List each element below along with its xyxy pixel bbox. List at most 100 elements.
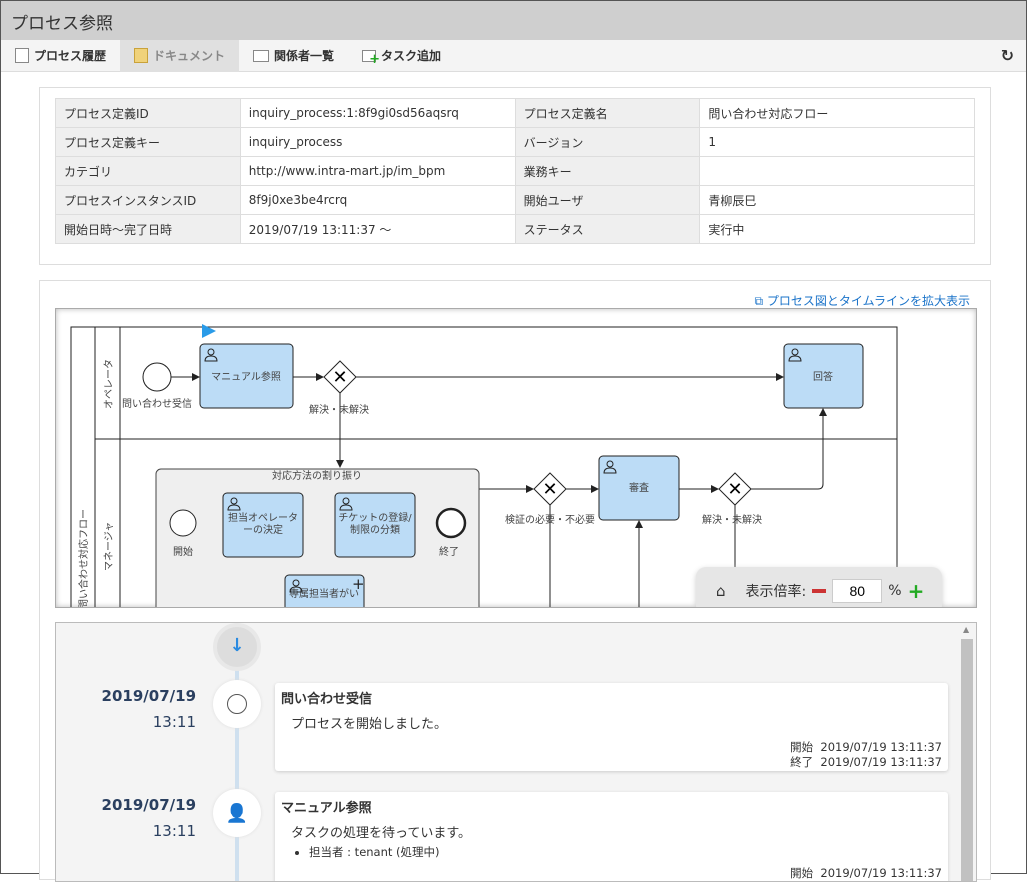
info-value: inquiry_process:1:8f9gi0sd56aqsrq (239, 98, 516, 128)
start-event-label: 問い合わせ受信 (122, 397, 192, 410)
zoom-input[interactable] (832, 579, 883, 603)
entry-time: 13:11 (152, 822, 196, 840)
sub-end-event (435, 507, 467, 539)
svg-text:開始: 開始 (173, 545, 193, 558)
timeline-line (235, 653, 239, 881)
history-icon (15, 48, 29, 63)
zoom-label: 表示倍率: (745, 584, 807, 600)
scrollbar[interactable]: ▲ (960, 623, 974, 881)
add-task-icon: + (362, 49, 380, 67)
info-label: バージョン (514, 127, 701, 157)
entry-assignee: 担当者 : tenant (処理中) (309, 844, 942, 860)
tab-label: ドキュメント (153, 49, 226, 63)
toolbar: プロセス履歴 ドキュメント 関係者一覧 +タスク追加 ↻ (1, 39, 1026, 72)
expand-link-label: プロセス図とタイムラインを拡大表示 (766, 294, 970, 308)
info-label: 開始ユーザ (514, 185, 701, 215)
start-time: 2019/07/19 13:11:37 (820, 740, 942, 754)
entry-date: 2019/07/19 (101, 796, 196, 814)
info-value: 青柳辰巳 (699, 185, 975, 215)
entry-date: 2019/07/19 (101, 687, 196, 705)
info-value (699, 156, 975, 186)
info-label: プロセス定義ID (55, 98, 241, 128)
start-time: 2019/07/19 13:11:37 (820, 866, 942, 880)
svg-text:専属担当者がい: 専属担当者がい (289, 587, 359, 600)
info-value: 1 (699, 127, 975, 157)
tab-participants[interactable]: 関係者一覧 (239, 40, 348, 72)
lane-manager: マネージャ (103, 522, 115, 571)
info-label: ステータス (514, 214, 701, 244)
gateway-2-label: 検証の必要・不必要 (505, 513, 595, 526)
window-title: プロセス参照 (1, 1, 1026, 40)
zoom-in-button[interactable]: + (907, 579, 925, 603)
tab-process-history[interactable]: プロセス履歴 (1, 40, 120, 72)
user-task-icon: 👤 (213, 789, 261, 837)
end-label: 終了 (790, 755, 814, 769)
info-label: カテゴリ (55, 156, 241, 186)
zoom-unit: % (888, 583, 902, 599)
gateway-3: ✕ (718, 472, 752, 506)
task-answer: 回答 (783, 343, 864, 409)
process-diagram[interactable]: 問い合わせ対応フロー オペレータ マネージャ 問い合わせ受信 マニュアル参照 回… (55, 308, 977, 608)
task-register-ticket (334, 492, 416, 558)
gateway-1: ✕ (323, 360, 357, 394)
info-value: http://www.intra-mart.jp/im_bpm (239, 156, 516, 186)
svg-text:対応方法の割り振り: 対応方法の割り振り (272, 469, 362, 482)
pool (70, 326, 898, 607)
info-label: 業務キー (514, 156, 701, 186)
svg-text:回答: 回答 (813, 370, 833, 383)
diagram-panel: ⧉ プロセス図とタイムラインを拡大表示 問い合わせ対応フロー オペレータ マネー… (39, 280, 991, 882)
zoom-out-button[interactable] (812, 589, 827, 593)
start-label: 開始 (790, 866, 814, 880)
svg-text:+: + (352, 575, 365, 593)
start-event (142, 362, 172, 392)
svg-text:✕: ✕ (727, 479, 742, 500)
tab-document[interactable]: ドキュメント (120, 39, 240, 72)
svg-text:ーの決定: ーの決定 (243, 523, 283, 536)
svg-text:終了: 終了 (439, 545, 459, 558)
pool-label: 問い合わせ対応フロー (77, 509, 90, 608)
lane-operator: オペレータ (103, 359, 115, 409)
info-label: 開始日時～完了日時 (55, 214, 241, 244)
current-marker-icon (202, 324, 216, 338)
tab-add-task[interactable]: +タスク追加 (348, 40, 455, 72)
scroll-down-icon[interactable]: ↓ (213, 623, 261, 671)
svg-text:✕: ✕ (332, 367, 347, 388)
home-icon[interactable]: ⌂ (716, 582, 726, 600)
entry-message: プロセスを開始しました。 (291, 717, 448, 732)
timeline[interactable]: ↓ 2019/07/19 13:11 問い合わせ受信 プロセスを開始しました。 … (55, 622, 977, 882)
svg-text:担当オペレータ: 担当オペレータ (228, 511, 298, 524)
list-icon (253, 49, 270, 62)
external-window-icon: ⧉ (754, 294, 767, 308)
info-label: プロセス定義キー (55, 127, 241, 157)
document-icon (134, 48, 149, 63)
tab-label: 関係者一覧 (274, 49, 335, 63)
refresh-icon[interactable]: ↻ (1000, 46, 1014, 65)
start-label: 開始 (790, 740, 814, 754)
zoom-control: ⌂ 表示倍率: % + (696, 567, 942, 607)
info-label: プロセスインスタンスID (55, 185, 241, 215)
info-value: inquiry_process (239, 127, 516, 157)
entry-message: タスクの処理を待っています。 (291, 826, 472, 841)
info-value: 問い合わせ対応フロー (699, 98, 975, 128)
entry-title: 問い合わせ受信 (281, 692, 373, 707)
end-time: 2019/07/19 13:11:37 (820, 755, 942, 769)
user-icons (204, 348, 802, 593)
task-manual: マニュアル参照 (199, 343, 294, 409)
tab-label: タスク追加 (381, 49, 442, 63)
start-event-icon (213, 680, 261, 728)
entry-time: 13:11 (152, 713, 196, 731)
info-label: プロセス定義名 (514, 98, 701, 128)
entry-title: マニュアル参照 (281, 801, 372, 816)
gateway-1-label: 解決・未解決 (309, 403, 369, 416)
svg-text:チケットの登録/: チケットの登録/ (338, 511, 412, 524)
entry-card[interactable]: マニュアル参照 タスクの処理を待っています。 担当者 : tenant (処理中… (275, 792, 948, 881)
entry-card[interactable]: 問い合わせ受信 プロセスを開始しました。 開始 2019/07/19 13:11… (275, 683, 948, 771)
expand-link[interactable]: ⧉ プロセス図とタイムラインを拡大表示 (754, 292, 970, 309)
sub-start-event (169, 509, 197, 537)
